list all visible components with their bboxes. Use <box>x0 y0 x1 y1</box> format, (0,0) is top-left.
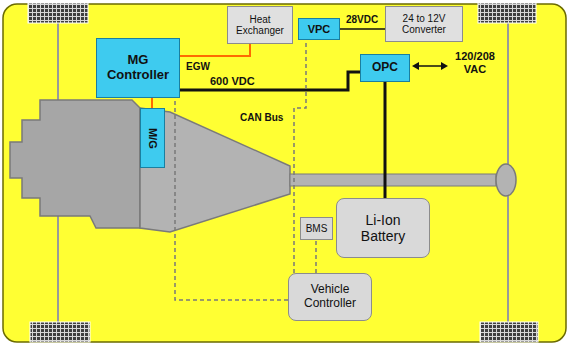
wheel <box>30 322 90 342</box>
voltage-label: 120/208 VAC <box>449 50 501 75</box>
node-text: M/G <box>146 128 159 149</box>
node-text: Vehicle Controller <box>295 283 365 311</box>
wheel <box>478 3 536 23</box>
can-bus-line <box>175 98 288 300</box>
controller-box: Vehicle Controller <box>288 273 372 321</box>
node-text: MG Controller <box>100 53 176 83</box>
can-bus-line <box>315 240 317 273</box>
node-text: 24 to 12V Converter <box>386 13 462 36</box>
differential <box>496 164 516 196</box>
node-text: VPC <box>308 23 331 36</box>
ac-output-arrow <box>416 65 444 67</box>
coolant-line <box>180 44 250 56</box>
voltage-label: 28VDC <box>344 14 380 26</box>
node-text: Li-Ion Battery <box>352 212 414 244</box>
vehicle-body <box>3 4 566 342</box>
coolant-line <box>151 98 153 108</box>
controller-box: OPC <box>360 54 410 82</box>
bms-box: BMS <box>300 217 333 240</box>
engine <box>10 100 140 228</box>
wheel <box>480 322 538 342</box>
converter-box: 24 to 12V Converter <box>385 6 463 42</box>
wheel <box>28 3 88 23</box>
controller-box: MG Controller <box>96 38 180 98</box>
controller-box: VPC <box>298 18 340 40</box>
node-text: BMS <box>306 223 328 235</box>
hv-bus-line <box>180 72 360 90</box>
transmission <box>140 108 290 232</box>
arrow-heads <box>412 62 448 70</box>
voltage-label: 600 VDC <box>208 75 257 88</box>
drive-shaft <box>290 174 496 186</box>
signal-label: EGW <box>184 61 212 73</box>
node-text: Heat Exchanger <box>228 14 292 37</box>
power-line <box>340 28 385 30</box>
motor-generator-box: M/G <box>140 108 165 168</box>
hv-bus-line <box>384 82 387 198</box>
heat-exchanger-box: Heat Exchanger <box>227 6 293 44</box>
node-text: OPC <box>372 61 398 75</box>
battery-box: Li-Ion Battery <box>336 198 430 258</box>
signal-label: CAN Bus <box>238 112 285 124</box>
